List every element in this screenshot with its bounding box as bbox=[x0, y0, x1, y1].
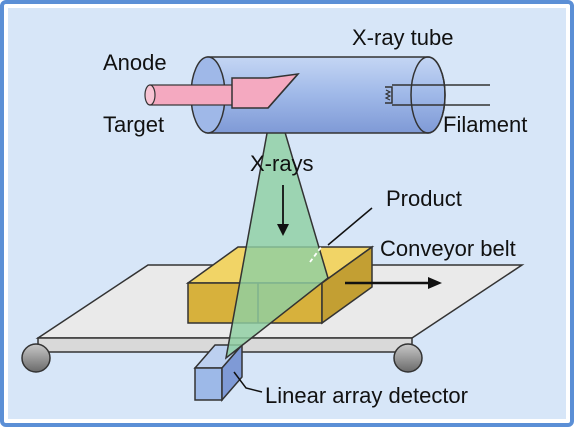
xray-beam bbox=[224, 94, 329, 360]
product-side-face bbox=[321, 245, 373, 325]
direction-arrow-head bbox=[428, 277, 442, 289]
xray-tube-label: X-ray tube bbox=[352, 25, 454, 50]
tube-right-end bbox=[410, 56, 446, 134]
detector-leader-line bbox=[233, 371, 263, 393]
anode-rod-end bbox=[144, 84, 156, 106]
xray-tube bbox=[144, 56, 490, 134]
beam-hidden-edge bbox=[309, 245, 323, 263]
xrays-arrow-head bbox=[277, 224, 289, 236]
conveyor-belt-label: Conveyor belt bbox=[380, 236, 516, 261]
detector-label: Linear array detector bbox=[265, 383, 468, 408]
filament-leads bbox=[392, 84, 490, 106]
left-roller bbox=[21, 343, 51, 373]
anode-label: Anode bbox=[103, 50, 167, 75]
product-label: Product bbox=[386, 186, 462, 211]
detector-front bbox=[194, 367, 223, 401]
right-roller bbox=[393, 343, 423, 373]
filament-coil bbox=[384, 89, 392, 101]
xrays-label: X-rays bbox=[250, 151, 314, 176]
target-bevel bbox=[267, 73, 299, 109]
detector-side bbox=[221, 342, 243, 403]
xray-fan bbox=[224, 94, 329, 360]
filament-label: Filament bbox=[443, 112, 527, 137]
anode-rod bbox=[149, 84, 235, 106]
filament-cup bbox=[385, 86, 393, 104]
product-leader-line bbox=[327, 207, 373, 246]
target-label: Target bbox=[103, 112, 164, 137]
